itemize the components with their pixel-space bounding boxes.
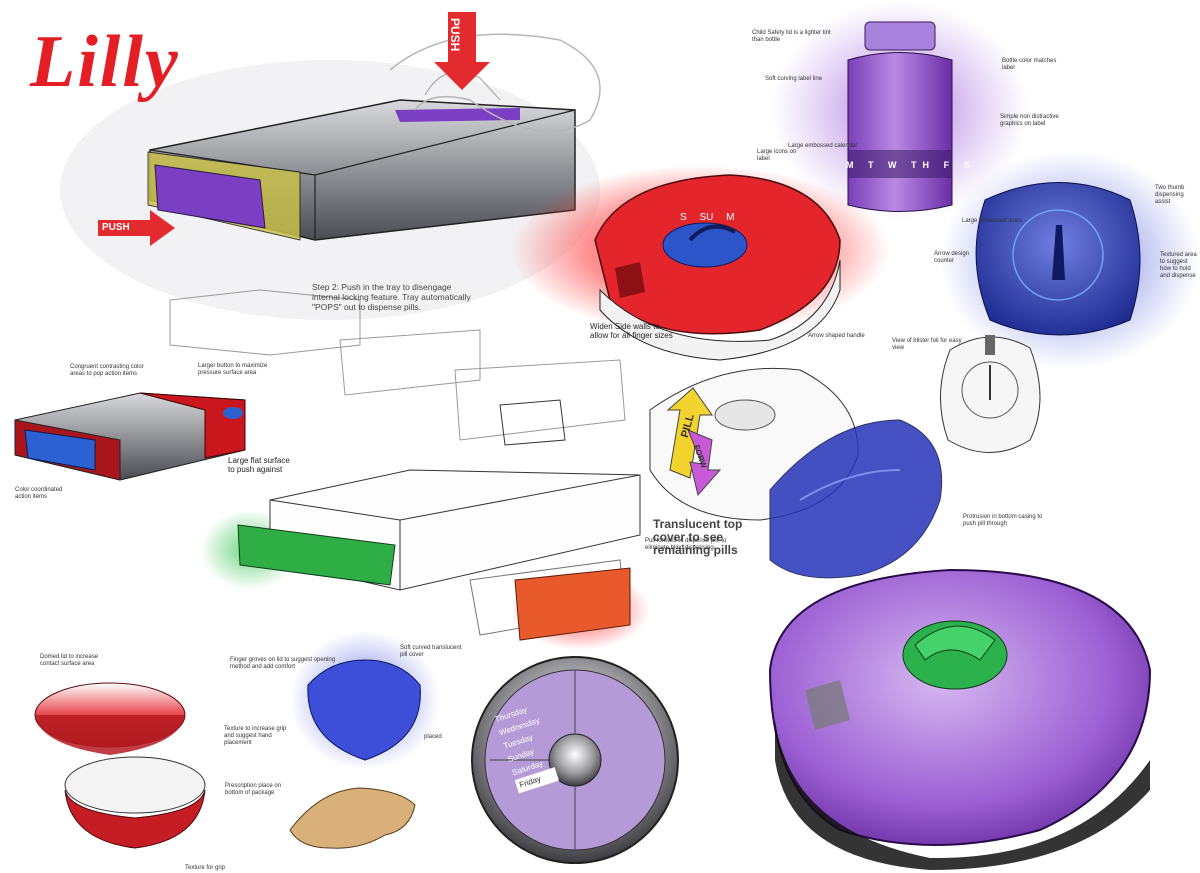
large-purple-dispenser xyxy=(768,568,1152,870)
note-textured-area: Textured area to suggest how to hold and… xyxy=(1160,252,1197,279)
note-simple-graphics: Simple non distractive graphics on label xyxy=(1000,114,1059,127)
push-arrow-top xyxy=(434,12,490,90)
note-bottle-color: Bottle color matches label xyxy=(1002,58,1057,71)
blue-disk-dispenser xyxy=(975,182,1141,336)
red-jar-base xyxy=(64,756,206,849)
slide-sequence-outlines xyxy=(169,289,626,446)
note-blister-view: View of blister foil for easy view xyxy=(892,338,962,351)
weekly-pill-wheel xyxy=(471,656,679,864)
dispenser-day: S xyxy=(680,212,687,223)
bottle-day: M xyxy=(846,160,860,170)
note-two-thumb: Two thumb dispensing assist xyxy=(1155,185,1185,205)
note-prescription: Prescription place on bottom of package xyxy=(225,783,282,796)
note-soft-curved: Soft curved translucent pill cover xyxy=(400,645,462,658)
note-large-icons: Large icons on label xyxy=(757,149,797,162)
note-arrow-handle: Arrow shaped handle xyxy=(808,333,865,339)
forward-arrow xyxy=(687,429,722,497)
slide-pack-green xyxy=(237,469,641,636)
bottle-day-labels: M T W TH F S xyxy=(846,160,976,170)
slide-pack-red xyxy=(14,392,246,481)
red-jar-lid xyxy=(34,682,186,755)
bottle-day: S xyxy=(963,160,976,170)
note-congruent: Congruent contrasting color areas to pop… xyxy=(70,364,144,377)
bottle-day: TH xyxy=(911,160,936,170)
note-texture-grip: Texture to increase grip and suggest han… xyxy=(224,726,287,746)
red-disk-dispenser xyxy=(594,174,841,361)
bottle-day: T xyxy=(868,160,880,170)
blue-translucent-cover xyxy=(769,419,943,579)
blister-view-disk xyxy=(940,335,1041,453)
bottle-day: F xyxy=(943,160,956,170)
dispenser-day: SU xyxy=(699,212,714,223)
note-widen-side: Widen Side walls to allow for all finger… xyxy=(590,322,673,340)
bottle-day: W xyxy=(888,160,903,170)
push-arrow-left xyxy=(98,210,175,246)
note-step2: Step 2: Push in the tray to disengage in… xyxy=(312,282,471,312)
slide-pack-gray xyxy=(147,33,601,241)
red-tray xyxy=(514,567,631,641)
dispenser-day-labels: S SU M xyxy=(680,212,734,223)
hand-sketch xyxy=(289,787,416,849)
note-texture-for-grip: Texture for grip xyxy=(185,865,226,871)
lilly-logo: Lilly xyxy=(30,21,180,103)
push-label-top: PUSH xyxy=(448,18,462,52)
note-placed: placed xyxy=(424,734,442,740)
note-finger-groves: Finger groves on lid to suggest opening … xyxy=(230,657,336,670)
note-translucent: Translucent top cover to see remaining p… xyxy=(653,517,743,557)
push-label-left: PUSH xyxy=(102,222,130,233)
pill-bottle xyxy=(847,21,953,212)
note-large-calendar: Large embossed calendar xyxy=(788,143,858,149)
note-soft-curving: Soft curving label line xyxy=(765,76,823,82)
note-child-safety: Child Safety lid is a lighter tint than … xyxy=(752,30,831,43)
note-large-emboss: Large embossed icons xyxy=(962,218,1023,224)
note-pull-forward: Pull forward to dispense pill; to elimin… xyxy=(645,538,727,551)
finger-grove-cup xyxy=(307,659,421,761)
note-large-flat: Large flat surface to push against xyxy=(228,456,290,474)
note-protrusion: Protrusion in bottom casing to push pill… xyxy=(963,514,1043,527)
dispenser-day: M xyxy=(726,212,735,223)
note-arrow-counter: Arrow design counter xyxy=(934,251,970,264)
note-larger-button: Larger button to maximize pressure surfa… xyxy=(198,363,268,376)
note-domed-lid: Domed lid to increase contact surface ar… xyxy=(40,654,99,667)
note-color-coordinated: Color coordinated action items xyxy=(15,487,63,500)
